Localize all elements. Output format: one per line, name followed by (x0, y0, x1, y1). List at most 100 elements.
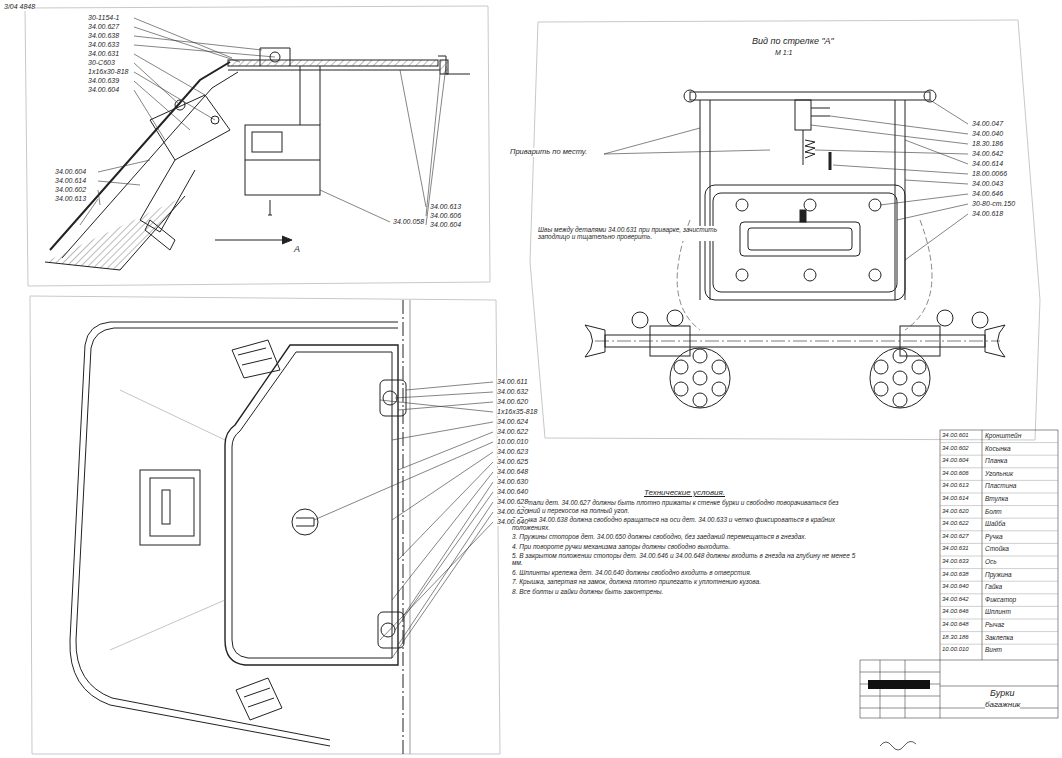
technical-condition: 8. Все болты и гайки должны быть законтр… (512, 588, 857, 595)
callout-number: 34.00.613 (430, 203, 461, 211)
table-cell: 34.00.606 (942, 470, 969, 477)
table-cell: Шплинт (985, 608, 1011, 615)
inventory-number: 3/04 4848 (4, 3, 35, 11)
callout-number: 30-1154-1 (88, 14, 119, 22)
callout-number: 34.00.627 (88, 23, 119, 31)
technical-condition: 7. Крышка, запертая на замок, должна пло… (512, 578, 857, 585)
table-cell: Гайка (985, 583, 1002, 590)
technical-condition: 6. Шплинты крепежа дет. 34.00.640 должны… (512, 569, 857, 576)
callout-number: 34.00.614 (972, 160, 1003, 168)
table-cell: 34.00.601 (942, 432, 969, 439)
technical-condition: 5. В закрытом положении стопоры дет. 34.… (512, 552, 857, 567)
callout-number: 34.00.604 (55, 168, 86, 176)
table-cell: 34.00.604 (942, 457, 969, 464)
callout-number: 34.00.047 (972, 120, 1003, 128)
callout-number: 34.00.624 (497, 418, 528, 426)
leader-lines (811, 100, 968, 260)
callout-number: 34.00.620 (497, 398, 528, 406)
callout-number: 34.00.642 (972, 150, 1003, 158)
table-cell: Заклепка (985, 634, 1013, 641)
table-cell: 34.00.648 (942, 621, 969, 628)
table-rows (940, 443, 1058, 645)
technical-condition: 3. Пружины стопоров дет. 34.00.650 должн… (512, 533, 857, 540)
table-cell: 34.00.633 (942, 558, 969, 565)
technical-condition: 4. При повороте ручки механизма запоры д… (512, 543, 857, 550)
table-cell: Косынка (985, 445, 1011, 452)
callout-number: 34.00.606 (430, 212, 461, 220)
callout-number: 34.00.040 (972, 130, 1003, 138)
paper-outline (25, 6, 1040, 754)
table-row-line (940, 644, 1058, 645)
callout-number: 1x16x30-818 (88, 68, 128, 76)
callout-number: 34.00.613 (55, 195, 86, 203)
technical-condition: 2. Ручка 34.00.638 должна свободно враща… (512, 516, 857, 531)
table-row-line (940, 480, 1058, 481)
title-block: багажник (985, 700, 1020, 709)
table-cell: Фиксатор (985, 596, 1016, 603)
callout-number: 34.00.640 (497, 518, 528, 526)
table-cell: Ось (985, 558, 997, 565)
table-row-line (940, 568, 1058, 569)
callout-number: 34.00.622 (497, 428, 528, 436)
note: Швы между деталями 34.00.631 при приварк… (538, 226, 728, 241)
table-cell: 34.00.638 (942, 571, 969, 578)
table-row-line (940, 619, 1058, 620)
table-row-line (940, 543, 1058, 544)
callout-number: 34.00.611 (497, 378, 528, 386)
callout-number: 34.00.043 (972, 180, 1003, 188)
callout-number: 34.00.633 (88, 41, 119, 49)
callout-number: 34.00.604 (88, 86, 119, 94)
callout-number: 10.00.010 (497, 438, 528, 446)
table-cell: 34.00.602 (942, 445, 969, 452)
callout-number: 34.00.640 (497, 488, 528, 496)
table-cell: Кронштейн (985, 432, 1021, 439)
plan-view (70, 300, 410, 754)
callout-number: 1x16x35-818 (497, 408, 537, 416)
view-letter: А (294, 244, 300, 254)
title-block: Бурки (990, 688, 1014, 698)
table-cell: 34.00.613 (942, 482, 969, 489)
note: Приварить по месту. (510, 148, 587, 157)
callout-number: 34.00.632 (497, 388, 528, 396)
table-cell: 34.00.631 (942, 545, 969, 552)
callout-number: 34.00.604 (430, 221, 461, 229)
callout-number: 34.00.648 (497, 468, 528, 476)
callout-number: 34.00.618 (972, 210, 1003, 218)
callout-number: 34.00.058 (393, 218, 424, 226)
table-cell: 34.00.614 (942, 495, 969, 502)
table-cell: Стойка (985, 545, 1009, 552)
table-row-line (940, 493, 1058, 494)
table-cell: Рычаг (985, 621, 1004, 628)
table-row-line (940, 606, 1058, 607)
table-cell: 34.00.640 (942, 583, 969, 590)
scale: М 1:1 (775, 49, 793, 57)
view-a (585, 90, 1005, 408)
table-row-line (940, 467, 1058, 468)
table-cell: 34.00.622 (942, 520, 969, 527)
table-row-line (940, 581, 1058, 582)
parts-table (860, 430, 1058, 718)
callout-number: 30-80-ст.150 (972, 200, 1015, 208)
table-cell: Шайба (985, 520, 1005, 527)
technical-conditions: Технические условия.1. Детали дет. 34.00… (512, 488, 857, 597)
callout-number: 34.00.646 (972, 190, 1003, 198)
table-row-line (940, 442, 1058, 443)
callout-number: 34.00.625 (497, 458, 528, 466)
callout-number: 18.00.0066 (972, 170, 1007, 178)
callout-number: 34.00.638 (88, 32, 119, 40)
callout-number: 34.00.620 (497, 508, 528, 516)
notes-heading: Технические условия. (512, 488, 857, 497)
table-cell: 10.00.010 (942, 646, 969, 653)
table-cell: Планка (985, 457, 1007, 464)
table-row-line (940, 593, 1058, 594)
table-row-line (940, 455, 1058, 456)
callout-number: 34.00.630 (497, 478, 528, 486)
callout-number: 30-С603 (88, 59, 115, 67)
section-view (45, 48, 470, 270)
table-cell: Угольник (985, 470, 1013, 477)
callout-number: 34.00.628 (497, 498, 528, 506)
table-row-line (940, 518, 1058, 519)
table-cell: Ручка (985, 533, 1003, 540)
table-row-line (940, 631, 1058, 632)
